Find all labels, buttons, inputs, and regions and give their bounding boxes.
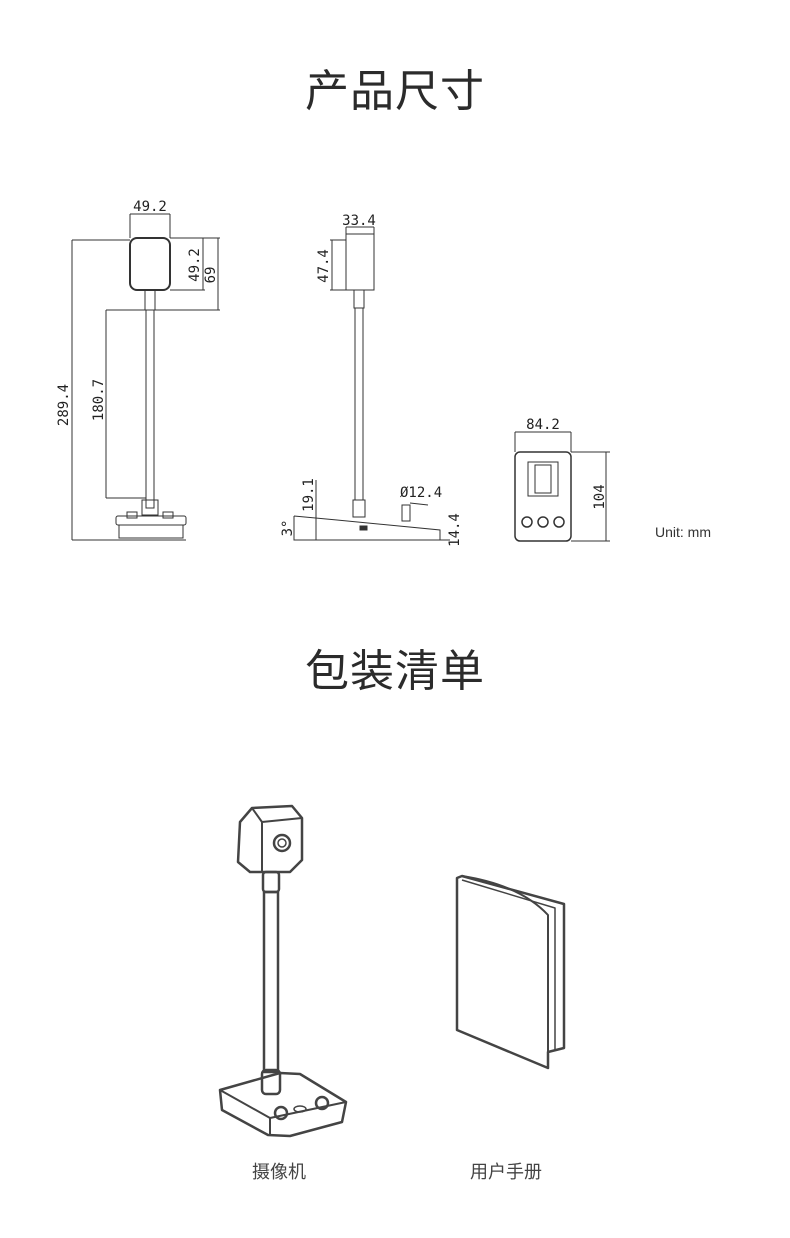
dim-front-head-height: 49.2 [187, 248, 203, 282]
knob [162, 511, 174, 519]
lens-icon [272, 833, 292, 853]
dim-base-side: 14.4 [447, 513, 463, 547]
unit-label: Unit: mm [655, 524, 711, 540]
front-view: 49.2 49.2 69 289.4 180.7 [56, 199, 220, 541]
dim-side-head-height: 47.4 [316, 249, 332, 283]
base-body [118, 524, 184, 539]
camera-illustration [218, 804, 348, 1138]
base-side [293, 515, 441, 541]
manual-cover [455, 874, 566, 1070]
stem [145, 309, 155, 509]
dock-slot-inner [534, 464, 552, 494]
stem-base [352, 499, 366, 518]
item-label-camera: 摄像机 [252, 1162, 306, 1183]
knob [273, 1105, 289, 1121]
dimensions-title: 产品尺寸 [305, 66, 485, 117]
neck [261, 870, 281, 894]
dim-side-head-depth: 33.4 [342, 213, 376, 229]
stem [354, 307, 364, 501]
dim-front-head-width: 49.2 [133, 199, 167, 215]
knob-side [401, 504, 411, 522]
dock-button [521, 516, 533, 528]
camera-head-front [129, 237, 171, 291]
manual-illustration [455, 874, 566, 1070]
stem-neck [353, 289, 365, 309]
camera-base [218, 1071, 348, 1138]
stem-base [141, 499, 159, 516]
dim-dock-width: 84.2 [526, 417, 560, 433]
dock-slot [527, 461, 559, 497]
item-label-manual: 用户手册 [470, 1162, 542, 1183]
dock-body [514, 451, 572, 542]
dim-tilt: 3° [280, 520, 296, 537]
dim-base-height: 19.1 [301, 478, 317, 512]
dim-dock-height: 104 [592, 484, 608, 509]
stem-base [260, 1068, 282, 1096]
dock-button [553, 516, 565, 528]
dock-button [537, 516, 549, 528]
dock-view: 84.2 104 [514, 417, 610, 542]
dim-total-height: 289.4 [56, 384, 72, 426]
camera-head [236, 804, 304, 874]
port [359, 525, 368, 531]
package-title: 包装清单 [305, 646, 485, 697]
knob [126, 511, 138, 519]
dim-knob-diameter: Ø12.4 [400, 485, 442, 501]
dim-front-head-to-stem: 69 [203, 267, 219, 284]
dim-stem-length: 180.7 [91, 379, 107, 421]
stem-neck [144, 289, 156, 311]
camera-head-side [345, 233, 375, 291]
gooseneck [262, 890, 280, 1074]
side-view: 33.4 47.4 19.1 3° Ø12.4 14.4 [280, 213, 463, 547]
knob [314, 1095, 330, 1111]
